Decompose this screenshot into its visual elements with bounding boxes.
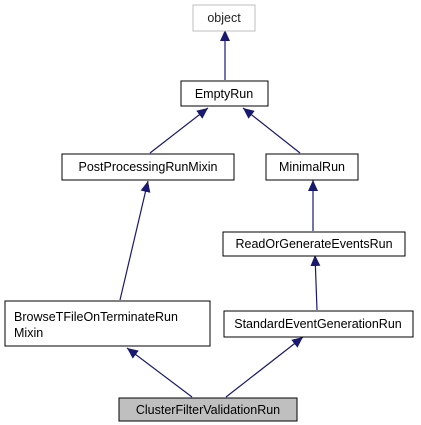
node-cluster-filter-validation-run[interactable]: ClusterFilterValidationRun [118, 397, 298, 422]
node-object-label: object [207, 11, 241, 25]
edge-browsetfile-to-postprocessing [119, 180, 151, 301]
node-empty-run-label: EmptyRun [195, 87, 253, 101]
inheritance-edges [119, 30, 321, 398]
edge-minimalrun-to-emptyrun [242, 107, 301, 154]
node-cluster-filter-validation-run-label: ClusterFilterValidationRun [136, 403, 280, 417]
node-browse-tfile-label-line-1: BrowseTFileOnTerminateRun [14, 310, 178, 324]
node-empty-run[interactable]: EmptyRun [180, 80, 269, 107]
edge-standardevent-to-readorgenerate [310, 254, 321, 311]
node-minimal-run-label: MinimalRun [279, 160, 345, 174]
node-post-processing-run-mixin[interactable]: PostProcessingRunMixin [61, 153, 235, 181]
node-standard-event-generation-run-label: StandardEventGenerationRun [234, 317, 402, 331]
node-browse-tfile-on-terminate-run-mixin[interactable]: BrowseTFileOnTerminateRun Mixin [4, 300, 211, 347]
node-post-processing-run-mixin-label: PostProcessingRunMixin [79, 160, 218, 174]
node-standard-event-generation-run[interactable]: StandardEventGenerationRun [223, 310, 414, 338]
class-nodes: object EmptyRun PostProcessingRunMixin M… [4, 4, 414, 422]
node-read-or-generate-events-run[interactable]: ReadOrGenerateEventsRun [222, 231, 406, 257]
edge-clusterfilter-to-browsetfile [126, 347, 193, 398]
node-minimal-run[interactable]: MinimalRun [265, 153, 359, 181]
node-object[interactable]: object [192, 4, 256, 32]
edge-clusterfilter-to-standardevent [225, 336, 304, 398]
edge-postprocessing-to-emptyrun [149, 107, 209, 154]
node-read-or-generate-events-run-label: ReadOrGenerateEventsRun [235, 237, 392, 251]
node-browse-tfile-label-line-2: Mixin [14, 326, 43, 340]
